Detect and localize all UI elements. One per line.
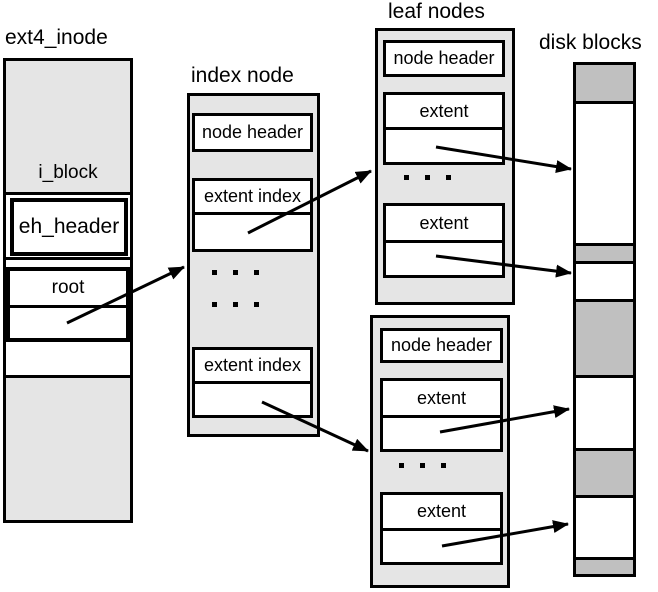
leaf1-extent-2-pointer-row — [386, 243, 502, 275]
leaf2-extent-1-label: extent — [416, 387, 467, 408]
ellipsis-icon — [172, 302, 299, 307]
eh-header-box: eh_header — [10, 198, 128, 256]
leaf1-extent-2-label-row: extent — [386, 206, 502, 243]
leaf2-extent-2-label-row: extent — [383, 495, 500, 531]
leaf2-extent-box-2: extent — [380, 492, 503, 565]
leaf-node-2-box: node header extent extent — [370, 315, 510, 588]
extent-index-2-label: extent index — [203, 355, 302, 375]
leaf1-extent-box-1: extent — [383, 92, 505, 165]
disk-block-segment-1 — [576, 65, 633, 104]
root-label-row: root — [10, 271, 126, 308]
extent-index-box-2: extent index — [192, 347, 313, 418]
disk-block-segment-5 — [576, 302, 633, 378]
leaf1-extent-1-label: extent — [419, 100, 469, 121]
inode-bottom-section — [6, 378, 130, 520]
ellipsis-icon — [172, 270, 299, 275]
disk-blocks-label: disk blocks — [539, 31, 642, 54]
inode-divider-1 — [6, 257, 130, 260]
disk-block-segment-2 — [576, 104, 633, 246]
leaf2-extent-1-pointer-row — [383, 418, 500, 449]
leaf2-node-header-label: node header — [390, 335, 493, 355]
leaf1-node-header-box: node header — [383, 40, 505, 77]
leaf1-extent-box-2: extent — [383, 203, 505, 278]
extent-index-1-pointer-row — [195, 215, 310, 249]
extent-index-box-1: extent index — [192, 178, 313, 252]
leaf2-extent-box-1: extent — [380, 378, 503, 452]
i-block-label: i_block — [38, 162, 98, 183]
extent-index-2-pointer-row — [195, 384, 310, 415]
i-block-section: i_block — [6, 61, 130, 195]
leaf1-extent-1-label-row: extent — [386, 95, 502, 130]
index-node-box: node header extent index extent index — [187, 93, 320, 437]
disk-block-segment-4 — [576, 264, 633, 302]
leaf-node-1-box: node header extent extent — [375, 28, 515, 305]
root-label: root — [51, 277, 85, 298]
leaf1-node-header-label: node header — [393, 48, 495, 68]
disk-block-segment-9 — [576, 560, 633, 574]
leaf2-extent-2-label: extent — [416, 501, 467, 521]
extent-index-1-label-row: extent index — [195, 181, 310, 215]
disk-blocks-column — [573, 62, 636, 577]
disk-block-segment-3 — [576, 246, 633, 264]
index-node-header-label: node header — [201, 122, 304, 142]
ellipsis-icon — [355, 463, 489, 468]
disk-block-segment-6 — [576, 378, 633, 451]
ext4-inode-label: ext4_inode — [5, 26, 108, 49]
leaf2-extent-1-label-row: extent — [383, 381, 500, 418]
leaf2-node-header-box: node header — [380, 328, 503, 363]
inode-divider-2 — [6, 375, 130, 378]
leaf-nodes-label: leaf nodes — [388, 0, 485, 23]
ext4-inode-box: i_block eh_header root — [3, 58, 133, 523]
root-pointer-row — [10, 308, 126, 338]
leaf1-extent-1-pointer-row — [386, 130, 502, 162]
eh-header-label: eh_header — [18, 215, 120, 238]
ellipsis-icon — [360, 175, 494, 180]
leaf2-extent-2-pointer-row — [383, 531, 500, 562]
index-node-header-box: node header — [192, 113, 313, 152]
index-node-label: index node — [191, 64, 294, 87]
extent-index-1-label: extent index — [203, 186, 302, 206]
disk-block-segment-8 — [576, 498, 633, 560]
root-box: root — [6, 267, 130, 342]
disk-block-segment-7 — [576, 451, 633, 498]
leaf1-extent-2-label: extent — [419, 212, 469, 233]
extent-index-2-label-row: extent index — [195, 350, 310, 384]
